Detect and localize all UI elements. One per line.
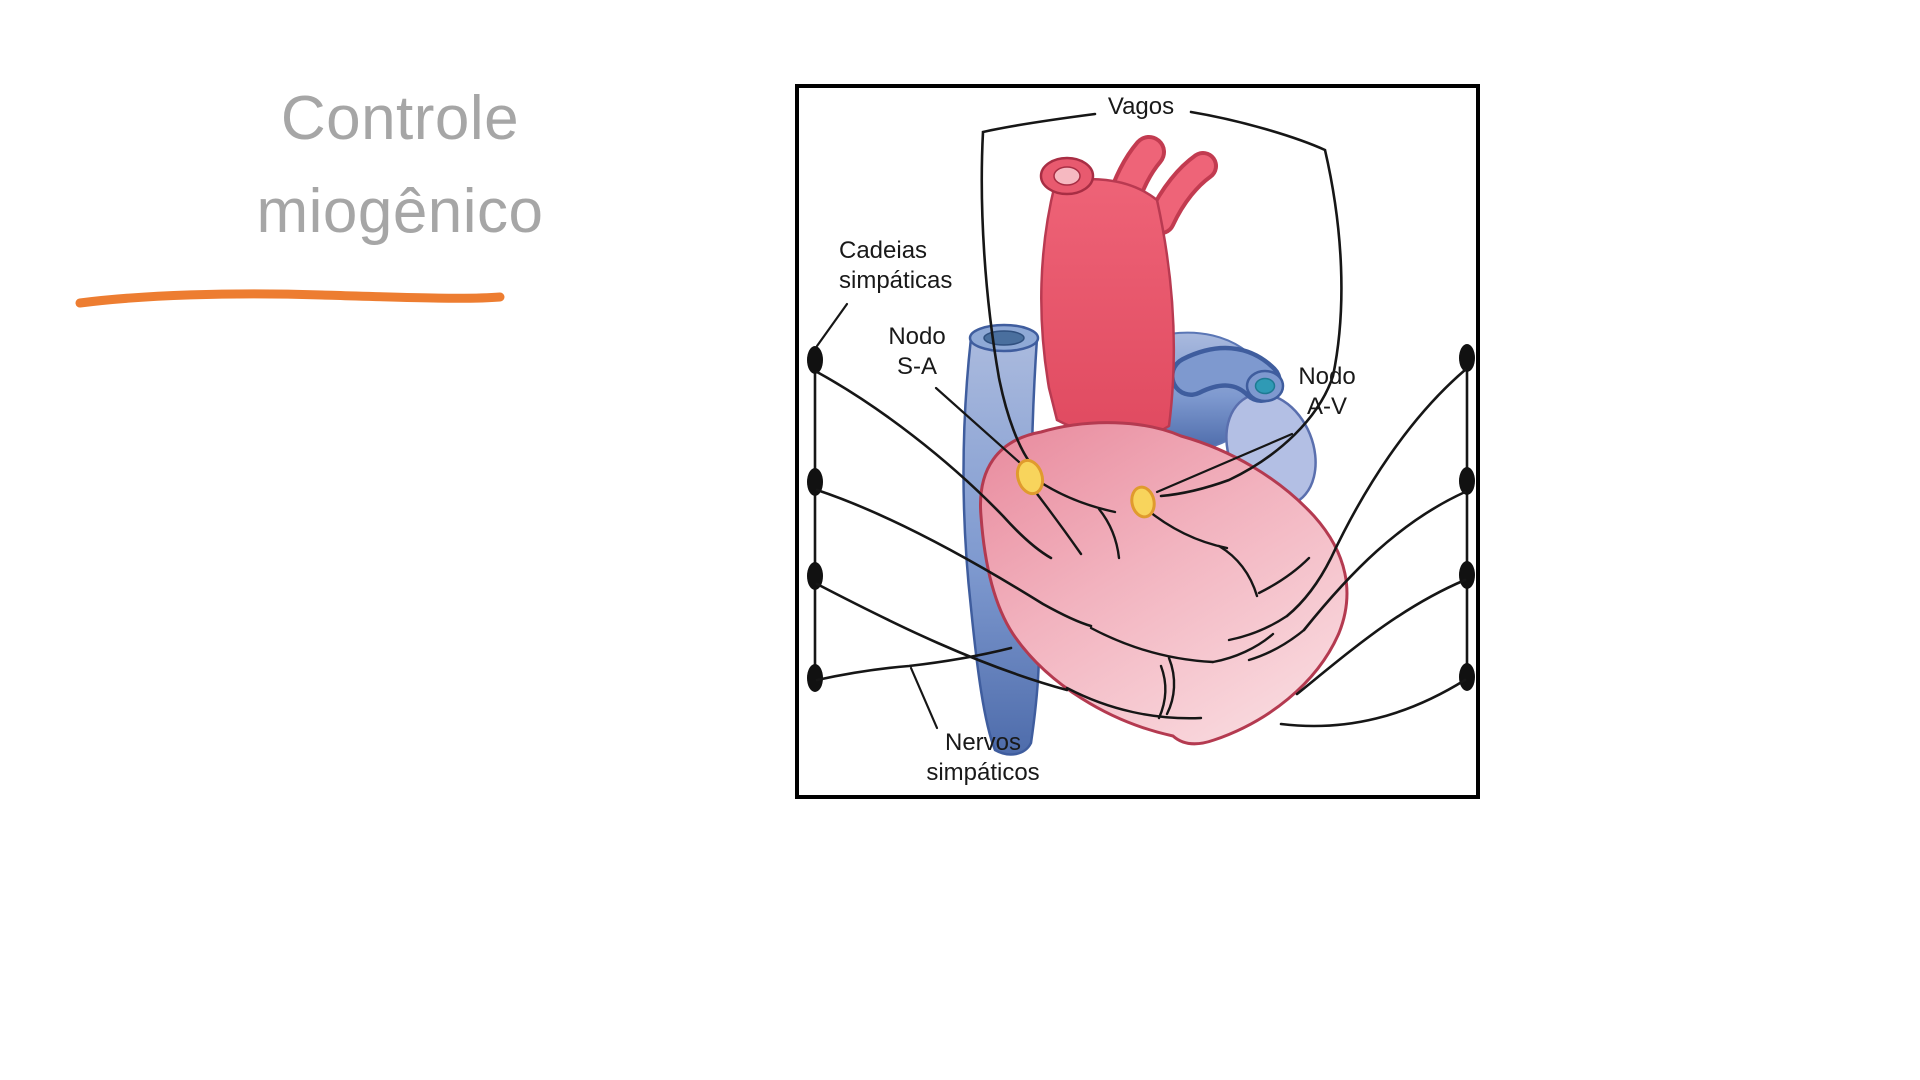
pulmonary-artery-right xyxy=(1170,345,1285,403)
aorta xyxy=(1039,135,1218,440)
vagus-nerve-left xyxy=(980,112,1097,466)
label-pointers xyxy=(815,302,1294,730)
label-nervos-simpaticos: Nervos simpáticos xyxy=(926,729,1040,786)
pointer-nodo-av xyxy=(1155,432,1294,494)
ganglion xyxy=(807,562,823,590)
sa-node xyxy=(1015,458,1045,496)
label-nodo-av: Nodo A-V xyxy=(1298,363,1356,420)
ganglion xyxy=(1459,344,1475,372)
ganglion xyxy=(1459,663,1475,691)
label-nodo-sa: Nodo S-A xyxy=(888,323,946,380)
av-node xyxy=(1130,485,1156,519)
left-sympathetic-chain xyxy=(807,346,1093,692)
title-underline-stroke xyxy=(75,289,505,308)
cardiac-nerve-branches xyxy=(1029,478,1311,720)
ganglion xyxy=(807,346,823,374)
vagus-nerves xyxy=(980,110,1343,498)
ganglion xyxy=(1459,467,1475,495)
pointer-nodo-sa xyxy=(934,386,1021,464)
heart-figure: Vagos Cadeias simpáticas Nodo S-A Nodo A… xyxy=(795,84,1480,799)
ventricles xyxy=(979,421,1349,746)
heart-diagram xyxy=(807,110,1475,756)
ganglion xyxy=(807,664,823,692)
pointer-nervos xyxy=(909,666,939,730)
pointer-cadeias xyxy=(815,302,849,348)
right-sympathetic-chain xyxy=(1279,344,1475,728)
pulmonary-artery-lumen xyxy=(1254,377,1276,395)
label-vagos: Vagos xyxy=(1107,93,1175,120)
label-cadeias-simpaticas: Cadeias simpáticas xyxy=(839,237,953,294)
slide-title: Controle miogênico xyxy=(256,84,544,246)
ganglion xyxy=(1459,561,1475,589)
vagus-nerve-right xyxy=(1159,110,1343,498)
ganglion xyxy=(807,468,823,496)
